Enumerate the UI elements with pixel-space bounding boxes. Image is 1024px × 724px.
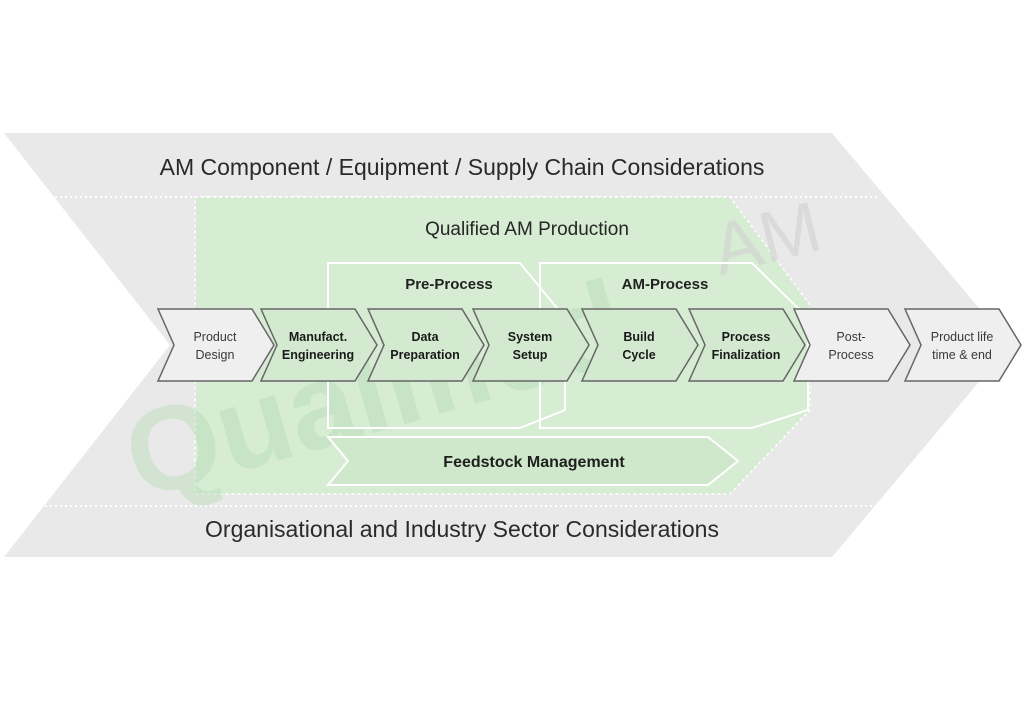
process-step-label: Data — [411, 330, 439, 344]
pre-process-group — [327, 262, 566, 429]
process-step-label: Product — [193, 330, 237, 344]
process-step-label: Preparation — [390, 348, 459, 362]
process-step: Manufact. Engineering — [259, 308, 378, 382]
process-step-chevron — [471, 308, 590, 382]
process-step-label: Process — [828, 348, 873, 362]
process-step-label: Cycle — [622, 348, 655, 362]
process-step-chevron — [687, 308, 806, 382]
outer-top-label: AM Component / Equipment / Supply Chain … — [160, 154, 765, 180]
feedstock-management-arrow — [325, 436, 740, 486]
process-step-chevron — [792, 308, 911, 382]
process-step: Product life time & end — [903, 308, 1022, 382]
process-step-chevron — [366, 308, 485, 382]
process-step-label: Post- — [836, 330, 865, 344]
process-step-label: time & end — [932, 348, 992, 362]
process-step-chevron — [156, 308, 275, 382]
qualified-am-production-label: Qualified AM Production — [425, 219, 629, 240]
process-step-label: Product life — [931, 330, 994, 344]
process-step-label: Engineering — [282, 348, 354, 362]
process-step-label: Manufact. — [289, 330, 347, 344]
feedstock-management-label: Feedstock Management — [443, 454, 625, 471]
process-step-chevron — [903, 308, 1022, 382]
am-process-label: AM-Process — [622, 276, 709, 293]
process-step-chevron — [580, 308, 699, 382]
process-step-label: Finalization — [712, 348, 781, 362]
process-step: Post- Process — [792, 308, 911, 382]
process-step-label: Process — [722, 330, 771, 344]
am-process-group — [539, 262, 809, 429]
process-step-label: Setup — [513, 348, 548, 362]
outer-bottom-label: Organisational and Industry Sector Consi… — [205, 516, 719, 542]
process-step-chevron — [259, 308, 378, 382]
pre-process-label: Pre-Process — [405, 276, 493, 293]
process-step-label: Build — [623, 330, 654, 344]
process-step-label: Design — [196, 348, 235, 362]
process-step-label: System — [508, 330, 552, 344]
